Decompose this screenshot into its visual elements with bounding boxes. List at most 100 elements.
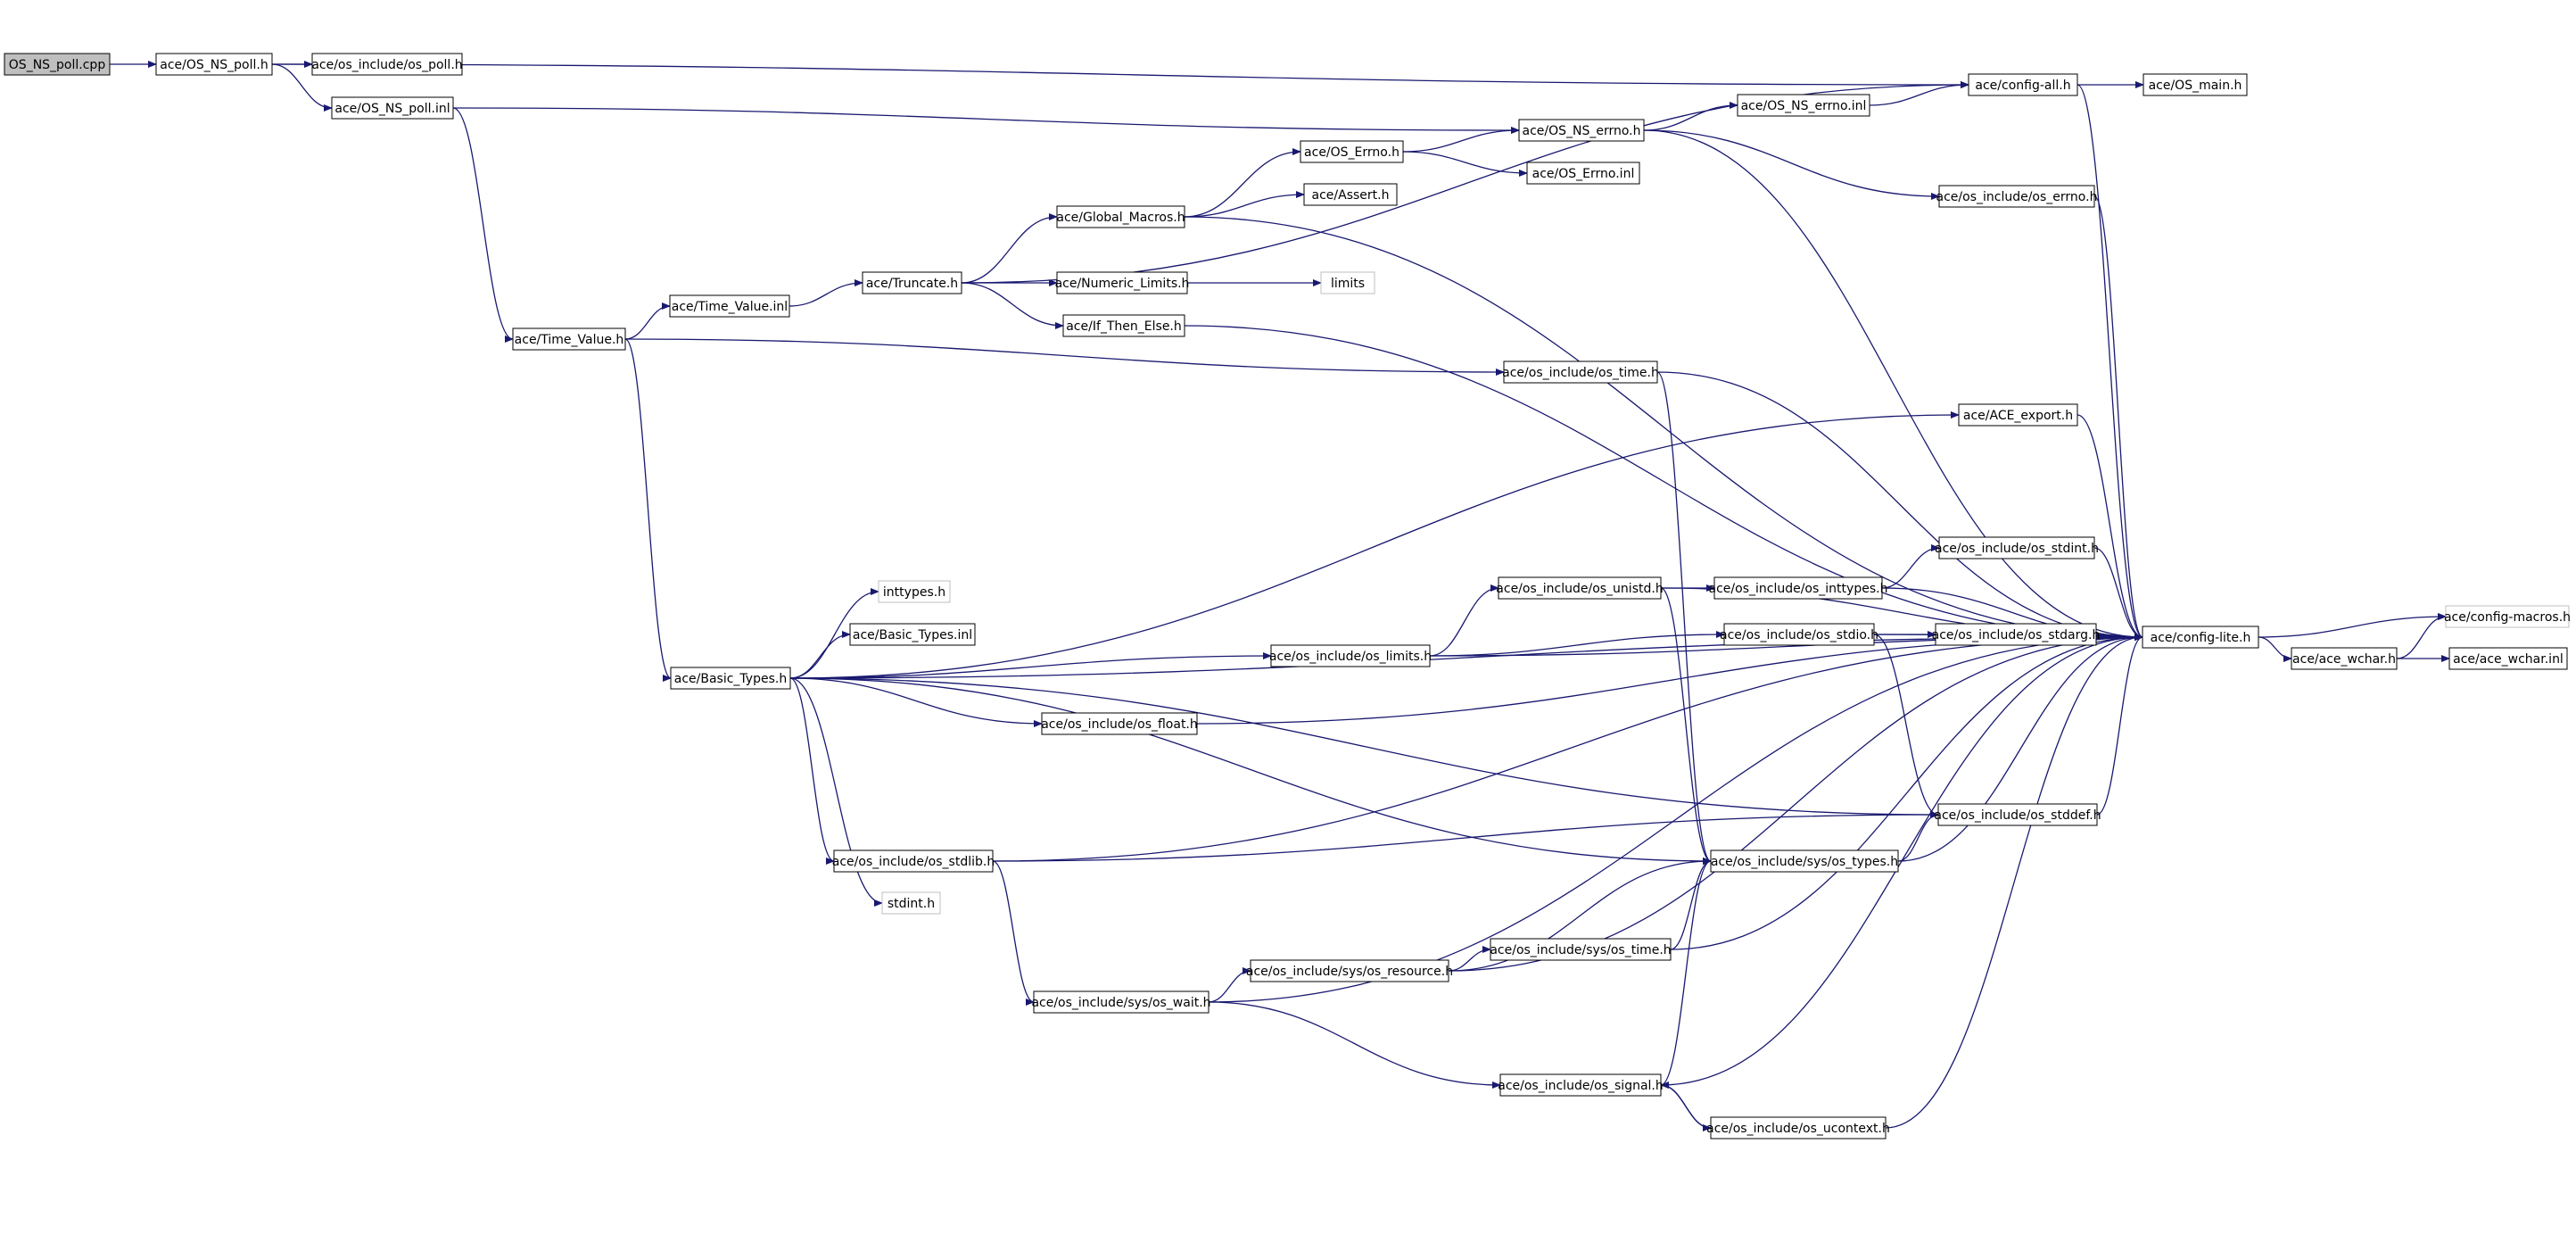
edge-n-os-inttypes-to-n-os-stdint	[1881, 544, 1940, 589]
edge-n-os-ucontext-to-n-os-signal	[1660, 1081, 1712, 1129]
node-ace-os-include-os-errno-h[interactable]: ace/os_include/os_errno.h	[1936, 185, 2098, 208]
node-ace-truncate-h[interactable]: ace/Truncate.h	[862, 271, 962, 294]
node-box[interactable]	[331, 96, 454, 120]
node-stdint-h[interactable]: stdint.h	[881, 891, 941, 915]
node-limits[interactable]: limits	[1320, 271, 1375, 294]
node-ace-os-include-os-ucontext-h[interactable]: ace/os_include/os_ucontext.h	[1706, 1116, 1890, 1139]
node-box[interactable]	[1938, 185, 2095, 208]
node-ace-os-errno-inl[interactable]: ace/OS_Errno.inl	[1526, 162, 1640, 185]
node-ace-os-include-os-limits-h[interactable]: ace/os_include/os_limits.h	[1269, 644, 1432, 667]
node-label: ace/os_include/os_ucontext.h	[1706, 1122, 1890, 1136]
node-ace-basic-types-inl[interactable]: ace/Basic_Types.inl	[849, 623, 976, 646]
node-ace-time-value-h[interactable]: ace/Time_Value.h	[512, 327, 626, 351]
node-box[interactable]	[512, 327, 626, 351]
node-ace-config-lite-h[interactable]: ace/config-lite.h	[2142, 626, 2259, 649]
node-box[interactable]	[670, 667, 791, 690]
node-box[interactable]	[2448, 647, 2568, 670]
node-box[interactable]	[862, 271, 962, 294]
node-box[interactable]	[1270, 644, 1431, 667]
node-ace-os-ns-poll-inl[interactable]: ace/OS_NS_poll.inl	[331, 96, 454, 120]
node-box[interactable]	[1033, 990, 1210, 1014]
node-ace-os-include-os-float-h[interactable]: ace/os_include/os_float.h	[1041, 712, 1198, 735]
node-box[interactable]	[1937, 803, 2098, 826]
edge-n-sys-os-types-to-n-os-stddef	[1897, 811, 1939, 862]
node-label: ace/OS_main.h	[2149, 79, 2242, 93]
node-ace-os-include-os-stddef-h[interactable]: ace/os_include/os_stddef.h	[1934, 803, 2101, 826]
node-ace-os-include-os-time-h[interactable]: ace/os_include/os_time.h	[1502, 360, 1659, 384]
node-box[interactable]	[2142, 626, 2259, 649]
node-ace-basic-types-h[interactable]: ace/Basic_Types.h	[670, 667, 791, 690]
node-box[interactable]	[1250, 959, 1449, 982]
node-label: ace/os_include/sys/os_wait.h	[1031, 996, 1210, 1010]
node-box[interactable]	[1968, 73, 2078, 96]
node-ace-os-include-sys-os-wait-h[interactable]: ace/os_include/sys/os_wait.h	[1031, 990, 1211, 1014]
node-ace-os-include-os-inttypes-h[interactable]: ace/os_include/os_inttypes.h	[1709, 576, 1888, 600]
node-box[interactable]	[2143, 73, 2248, 96]
node-box[interactable]	[881, 891, 941, 915]
node-box[interactable]	[155, 53, 273, 76]
node-box[interactable]	[849, 623, 976, 646]
node-ace-if-then-else-h[interactable]: ace/If_Then_Else.h	[1062, 314, 1185, 337]
node-ace-config-all-h[interactable]: ace/config-all.h	[1968, 73, 2078, 96]
node-box[interactable]	[878, 580, 951, 603]
node-box[interactable]	[1526, 162, 1640, 185]
node-box[interactable]	[1490, 938, 1672, 961]
node-box[interactable]	[669, 294, 790, 318]
node-ace-os-include-os-unistd-h[interactable]: ace/os_include/os_unistd.h	[1496, 576, 1664, 600]
node-ace-os-include-os-stdarg-h[interactable]: ace/os_include/os_stdarg.h	[1932, 623, 2101, 646]
node-box[interactable]	[4, 53, 111, 76]
node-ace-os-errno-h[interactable]: ace/OS_Errno.h	[1300, 140, 1404, 163]
node-box[interactable]	[1958, 403, 2078, 427]
edge-n-basic-types-h-to-n-config-lite	[789, 634, 2143, 679]
node-box[interactable]	[1710, 849, 1899, 873]
edge-n-os-stdlib-to-n-config-lite	[992, 634, 2143, 862]
node-box[interactable]	[1710, 1116, 1887, 1139]
node-box[interactable]	[311, 53, 463, 76]
node-box[interactable]	[1935, 623, 2097, 646]
node-box[interactable]	[1503, 360, 1658, 384]
node-box[interactable]	[2291, 647, 2398, 670]
node-ace-os-include-sys-os-time-h[interactable]: ace/os_include/sys/os_time.h	[1490, 938, 1672, 961]
node-ace-os-include-os-stdio-h[interactable]: ace/os_include/os_stdio.h	[1720, 623, 1878, 646]
node-ace-os-include-sys-os-types-h[interactable]: ace/os_include/sys/os_types.h	[1710, 849, 1899, 873]
node-ace-os-include-os-stdlib-h[interactable]: ace/os_include/os_stdlib.h	[832, 849, 995, 873]
node-box[interactable]	[1320, 271, 1375, 294]
node-ace-os-include-sys-os-resource-h[interactable]: ace/os_include/sys/os_resource.h	[1246, 959, 1453, 982]
node-ace-ace-wchar-h[interactable]: ace/ace_wchar.h	[2291, 647, 2398, 670]
node-os-ns-poll-cpp[interactable]: OS_NS_poll.cpp	[4, 53, 111, 76]
node-ace-os-ns-errno-h[interactable]: ace/OS_NS_errno.h	[1518, 119, 1645, 142]
node-box[interactable]	[1938, 536, 2095, 559]
node-box[interactable]	[1499, 1073, 1662, 1097]
node-ace-os-include-os-signal-h[interactable]: ace/os_include/os_signal.h	[1498, 1073, 1664, 1097]
node-ace-assert-h[interactable]: ace/Assert.h	[1303, 183, 1398, 206]
node-label: ace/config-macros.h	[2444, 610, 2571, 625]
node-ace-os-ns-errno-inl[interactable]: ace/OS_NS_errno.inl	[1737, 94, 1870, 117]
node-ace-ace-wchar-inl[interactable]: ace/ace_wchar.inl	[2448, 647, 2568, 670]
node-ace-time-value-inl[interactable]: ace/Time_Value.inl	[669, 294, 790, 318]
edge-n-ns-poll-inl-to-n-time-value-h	[452, 107, 514, 343]
edge-n-config-all-to-n-config-lite	[2076, 84, 2143, 641]
node-ace-numeric-limits-h[interactable]: ace/Numeric_Limits.h	[1055, 271, 1190, 294]
node-ace-config-macros-h[interactable]: ace/config-macros.h	[2444, 605, 2571, 628]
node-box[interactable]	[1737, 94, 1870, 117]
node-box[interactable]	[833, 849, 994, 873]
node-box[interactable]	[2445, 605, 2570, 628]
node-box[interactable]	[1498, 576, 1662, 600]
node-ace-os-include-os-stdint-h[interactable]: ace/os_include/os_stdint.h	[1935, 536, 2099, 559]
node-box[interactable]	[1713, 576, 1883, 600]
node-box[interactable]	[1300, 140, 1404, 163]
node-ace-ace-export-h[interactable]: ace/ACE_export.h	[1958, 403, 2078, 427]
node-ace-global-macros-h[interactable]: ace/Global_Macros.h	[1056, 205, 1185, 228]
node-ace-os-main-h[interactable]: ace/OS_main.h	[2143, 73, 2248, 96]
node-box[interactable]	[1041, 712, 1198, 735]
node-box[interactable]	[1056, 205, 1185, 228]
node-box[interactable]	[1056, 271, 1188, 294]
node-box[interactable]	[1303, 183, 1398, 206]
node-ace-os-ns-poll-h[interactable]: ace/OS_NS_poll.h	[155, 53, 273, 76]
node-inttypes-h[interactable]: inttypes.h	[878, 580, 951, 603]
node-box[interactable]	[1518, 119, 1645, 142]
node-ace-os-include-os-poll-h[interactable]: ace/os_include/os_poll.h	[311, 53, 463, 76]
node-box[interactable]	[1723, 623, 1875, 646]
edge-n-os-stddef-to-n-config-lite	[2096, 634, 2143, 816]
node-box[interactable]	[1062, 314, 1185, 337]
